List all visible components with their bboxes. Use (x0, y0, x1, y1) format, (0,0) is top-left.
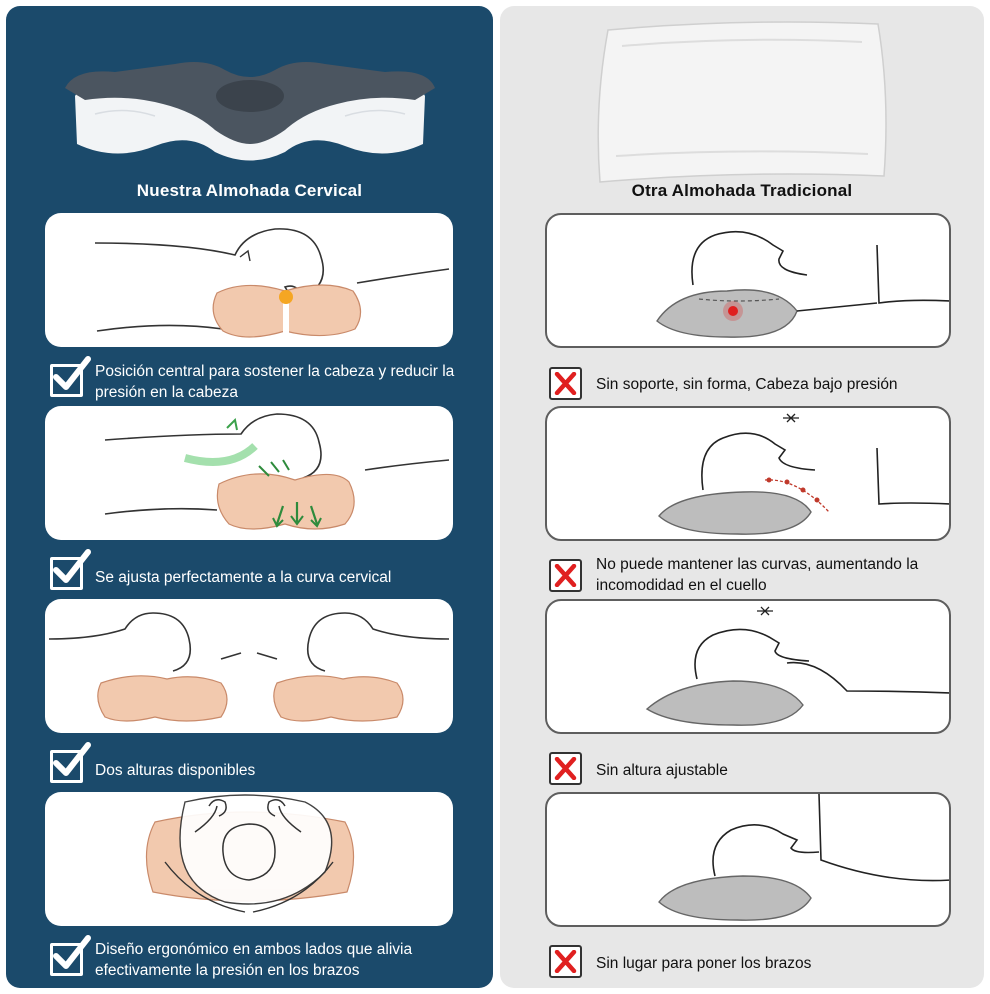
check-mark-icon (50, 549, 91, 590)
cervical-pillow-product-image (64, 62, 435, 161)
no-curves-illustration (658, 413, 949, 535)
x-mark-icon (549, 367, 582, 400)
no-support-illustration (656, 230, 949, 338)
feature-caption-cervical-curve: Se ajusta perfectamente a la curva cervi… (95, 569, 392, 586)
check-mark-icon (50, 356, 91, 397)
feature-card-cervical-curve (45, 406, 453, 540)
feature-caption-no-arm-space: Sin lugar para poner los brazos (596, 955, 812, 972)
left-column-title: Nuestra Almohada Cervical (136, 181, 363, 200)
x-mark-icon (549, 752, 582, 785)
feature-card-no-curves (545, 406, 951, 541)
feature-caption-arm-pressure: Diseño ergonómico en ambos lados que ali… (95, 941, 413, 979)
feature-card-no-arm-space (545, 792, 951, 927)
no-arm-space-illustration (658, 794, 949, 921)
feature-caption-no-adjustable-height: Sin altura ajustable (596, 762, 728, 779)
x-mark-icon (549, 559, 582, 592)
feature-caption-head-support: Posición central para sostener la cabeza… (95, 363, 455, 401)
feature-caption-two-heights: Dos alturas disponibles (95, 762, 256, 779)
right-column-title: Otra Almohada Tradicional (631, 181, 853, 200)
traditional-pillow-panel: Otra Almohada Tradicional Sin soporte, s… (500, 6, 984, 988)
feature-caption-no-curves: No puede mantener las curvas, aumentando… (596, 556, 919, 594)
feature-card-no-support (545, 213, 951, 348)
arm-rest-illustration (145, 794, 355, 913)
traditional-pillow-product-image (597, 21, 887, 183)
cervical-curve-illustration (104, 413, 450, 530)
feature-card-arm-pressure (45, 792, 453, 926)
head-support-illustration (94, 228, 450, 343)
feature-card-two-heights (45, 599, 453, 733)
x-mark-icon (549, 945, 582, 978)
no-adjustable-height-illustration (645, 606, 949, 726)
feature-caption-no-support: Sin soporte, sin forma, Cabeza bajo pres… (596, 376, 898, 393)
cervical-pillow-panel: Nuestra Almohada Cervical Posición centr… (6, 6, 493, 988)
check-mark-icon (50, 935, 91, 976)
check-mark-icon (50, 742, 91, 783)
feature-card-head-support (45, 213, 453, 347)
two-heights-illustration (48, 612, 450, 722)
feature-card-no-adjustable-height (545, 599, 951, 734)
